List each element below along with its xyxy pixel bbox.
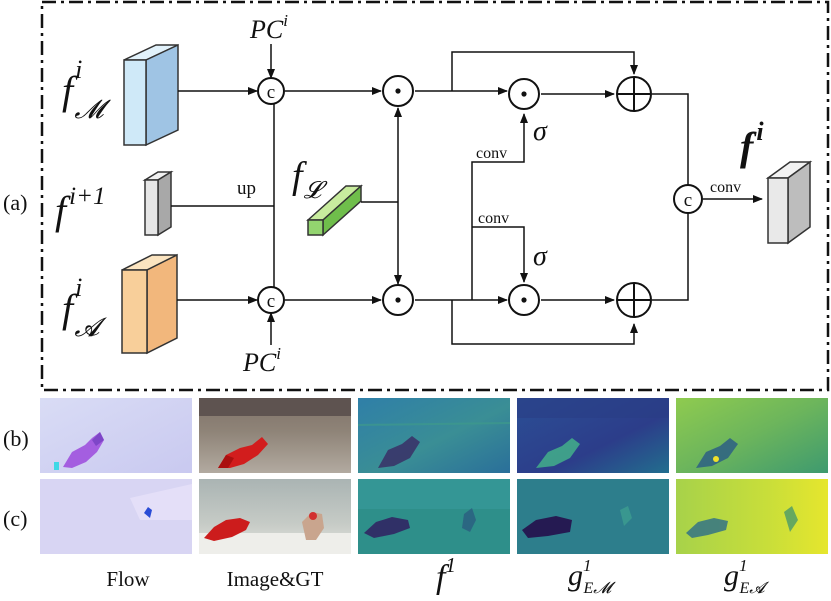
multiply-node-bottom-2 xyxy=(508,284,540,316)
row-b-gEM-tile xyxy=(517,398,669,473)
low-level-feature-block xyxy=(306,184,363,237)
svg-text:c: c xyxy=(267,82,275,103)
panel-a-frame xyxy=(40,0,830,392)
concat-node-bottom: c xyxy=(257,286,285,314)
up-label: up xyxy=(237,178,256,199)
appearance-feature-block xyxy=(121,253,178,355)
add-node-top xyxy=(616,76,652,112)
sigma-label-top: σ xyxy=(533,116,548,147)
row-c-image-tile xyxy=(199,479,351,554)
add-node-bottom xyxy=(616,282,652,318)
row-c-gEA-tile xyxy=(676,479,828,554)
conv-label-output: conv xyxy=(710,179,741,196)
concat-node-top: c xyxy=(257,77,285,105)
panel-label-c: (c) xyxy=(3,506,27,531)
conv-label-bottom: conv xyxy=(478,210,509,227)
low-level-feature-label: f𝓛 xyxy=(292,155,328,204)
caption-f1: f1 xyxy=(436,553,456,596)
svg-text:c: c xyxy=(267,291,275,312)
svg-text:c: c xyxy=(684,190,692,211)
panel-label-b: (b) xyxy=(3,426,29,451)
row-c-f1-tile xyxy=(358,479,510,554)
panel-label-a: (a) xyxy=(3,190,27,215)
motion-feature-block xyxy=(123,43,179,147)
connections xyxy=(171,44,763,345)
upper-feature-block xyxy=(142,170,174,237)
row-b-flow-tile xyxy=(40,398,192,473)
multiply-node-top-1 xyxy=(382,75,414,107)
multiply-node-bottom-1 xyxy=(382,284,414,316)
row-b-f1-tile xyxy=(357,398,511,473)
row-b-gEA-tile xyxy=(676,398,828,473)
multiply-node-top-2 xyxy=(508,78,540,110)
row-c-gEM-tile xyxy=(517,479,669,554)
concat-node-final: c xyxy=(673,184,703,214)
row-b-image-tile xyxy=(199,398,351,473)
row-c-flow-tile xyxy=(40,479,192,554)
conv-label-top: conv xyxy=(476,145,507,162)
output-feature-block xyxy=(765,160,813,245)
prior-label-bottom: PCi xyxy=(242,344,281,377)
caption-flow: Flow xyxy=(106,567,150,591)
prior-label-top: PCi xyxy=(249,11,288,44)
sigma-label-bottom: σ xyxy=(533,241,548,272)
caption-image-gt: Image&GT xyxy=(227,567,324,591)
